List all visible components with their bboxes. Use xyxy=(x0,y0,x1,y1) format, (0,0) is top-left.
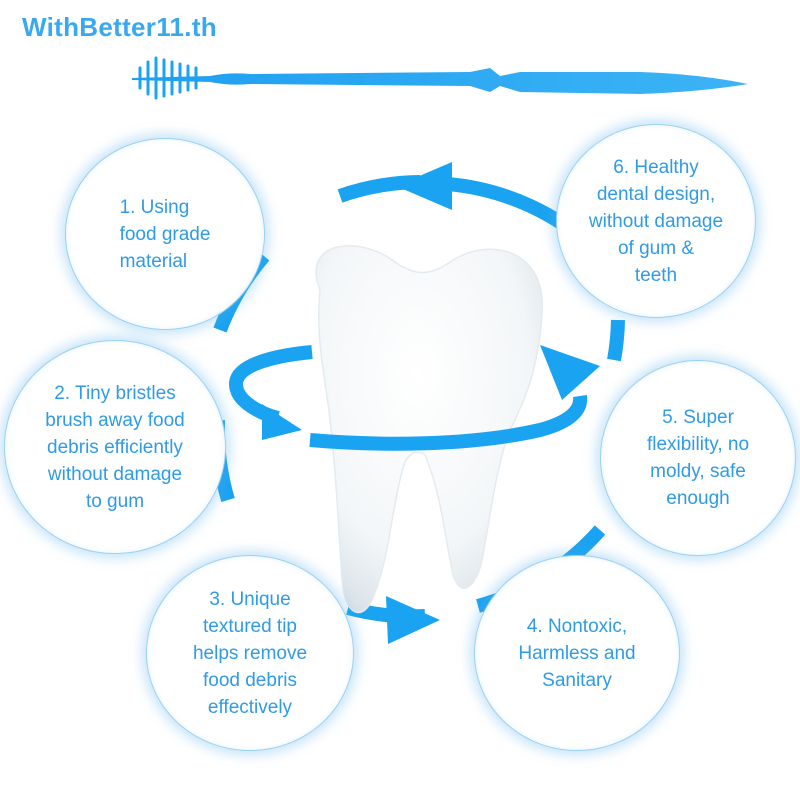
feature-bubble-4: 4. Nontoxic, Harmless and Sanitary xyxy=(474,555,680,751)
brand-watermark: WithBetter11.th xyxy=(22,12,217,42)
rotation-arrow-icon xyxy=(228,345,600,451)
cycle-arrowheads xyxy=(386,162,452,644)
feature-label-4: 4. Nontoxic, Harmless and Sanitary xyxy=(518,615,636,691)
tooth-icon xyxy=(315,245,544,614)
feature-label-3: 3. Unique textured tip helps remove food… xyxy=(192,588,308,718)
feature-label-2: 2. Tiny bristles brush away food debris … xyxy=(45,382,185,512)
feature-bubble-5: 5. Super flexibility, no moldy, safe eno… xyxy=(600,360,796,556)
feature-label-1: 1. Using food grade material xyxy=(119,196,211,272)
feature-bubble-3: 3. Unique textured tip helps remove food… xyxy=(146,555,354,751)
feature-bubble-6: 6. Healthy dental design, without damage… xyxy=(556,124,756,318)
feature-bubble-1: 1. Using food grade material xyxy=(65,138,265,330)
feature-bubble-2: 2. Tiny bristles brush away food debris … xyxy=(4,340,226,554)
feature-label-5: 5. Super flexibility, no moldy, safe eno… xyxy=(646,407,750,509)
toothpick-brush-icon xyxy=(132,56,748,100)
feature-label-6: 6. Healthy dental design, without damage… xyxy=(588,156,724,286)
